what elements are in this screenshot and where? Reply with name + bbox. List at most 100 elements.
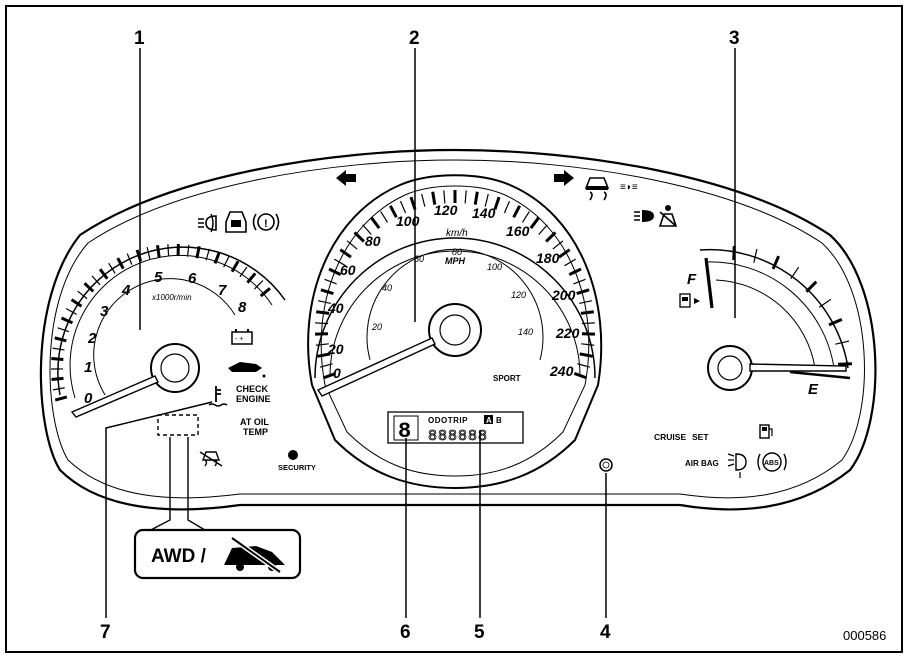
speed-tick [574, 373, 586, 377]
kmh-num-80: 80 [365, 233, 381, 249]
set-label: SET [692, 432, 709, 442]
tach-num-8: 8 [238, 299, 247, 316]
tach-tick [51, 359, 63, 360]
fuel-empty-label: E [808, 381, 819, 398]
kmh-unit: km/h [446, 228, 468, 239]
airbag-label: AIR BAG [685, 459, 719, 468]
gear-digit: 8 [398, 419, 411, 444]
mph-num-20: 20 [371, 322, 382, 332]
tach-tick [55, 397, 67, 400]
speed-tick [321, 290, 333, 294]
speed-tick [581, 344, 594, 345]
sport-indicator: SPORT [493, 374, 521, 383]
callout-6: 6 [400, 622, 411, 643]
kmh-num-240: 240 [549, 363, 574, 379]
odo-trip-label: ODOTRIP [428, 416, 468, 425]
speed-tick [514, 206, 520, 218]
speed-tick [546, 232, 555, 241]
brake-warning-icon: ! [254, 214, 279, 230]
speed-tick [316, 344, 329, 345]
speed-tick [465, 190, 466, 203]
tach-tick [157, 245, 159, 257]
callout-1: 1 [134, 28, 145, 49]
tach-num-7: 7 [218, 282, 227, 299]
speed-tick [582, 323, 595, 324]
callout-5: 5 [474, 622, 485, 643]
tach-num-2: 2 [87, 330, 97, 347]
speed-tick [504, 201, 509, 213]
speed-tick [381, 211, 388, 222]
kmh-num-100: 100 [396, 213, 420, 229]
speed-tick [315, 323, 328, 324]
mph-num-40: 40 [382, 283, 392, 293]
oil-pressure-icon [228, 362, 266, 378]
tach-num-3: 3 [100, 303, 109, 320]
trip-a-label: A [486, 416, 492, 425]
fuel-ticks [734, 246, 852, 364]
tach-tick [55, 338, 67, 341]
fuel-tick [819, 299, 831, 307]
tach-tick [53, 348, 65, 350]
tach-num-1: 1 [84, 359, 92, 376]
speed-tick [329, 269, 341, 275]
mph-num-140: 140 [518, 327, 533, 337]
callout-4: 4 [600, 622, 611, 643]
tach-tick [62, 318, 73, 323]
fuel-pump-icon [680, 294, 700, 307]
trip-b-label: B [496, 416, 502, 425]
speed-tick [569, 269, 581, 275]
callout-7: 7 [100, 622, 111, 643]
high-beam-icon [634, 210, 654, 222]
headlight-leveling-icon [728, 454, 746, 478]
fuel-needle [750, 364, 846, 371]
speed-tick [581, 312, 594, 314]
speed-tick [531, 218, 539, 228]
kmh-num-60: 60 [340, 262, 356, 278]
skid-icon [586, 178, 608, 200]
tach-tick [147, 247, 150, 259]
speed-tick [400, 201, 405, 213]
mph-num-120: 120 [511, 290, 526, 300]
turn-right-arrow-icon [554, 170, 574, 186]
rear-fog-icon: ≡◗≡ [620, 182, 638, 193]
speed-tick [580, 354, 593, 356]
odometer-display: 8 ODOTRIP A B 888888 [388, 412, 523, 445]
kmh-num-40: 40 [327, 300, 344, 316]
fuel-gauge: F E [680, 246, 852, 398]
kmh-num-120: 120 [434, 202, 458, 218]
tach-tick [52, 378, 64, 379]
security-led-icon [288, 450, 298, 460]
tach-num-5: 5 [154, 269, 163, 286]
cruise-label: CRUISE [654, 432, 686, 442]
speed-tick [355, 232, 364, 241]
tach-tick [168, 244, 169, 256]
coolant-temp-icon [209, 386, 227, 406]
kmh-num-160: 160 [506, 223, 530, 239]
security-label: SECURITY [278, 463, 316, 472]
awd-indicator-placeholder [158, 415, 198, 435]
kmh-num-180: 180 [536, 250, 560, 266]
tach-tick [215, 252, 219, 263]
battery-icon: - + [232, 329, 252, 344]
speed-tick [475, 192, 477, 205]
mph-num-80: 80 [452, 247, 462, 257]
odometer-digits: 888888 [428, 428, 488, 445]
front-fog-icon [198, 214, 216, 232]
vdc-off-icon [200, 452, 222, 466]
turn-left-arrow-icon [336, 170, 356, 186]
seatbelt-icon [660, 205, 676, 226]
awd-label: AWD / [151, 546, 207, 567]
speed-tick [577, 290, 589, 294]
kmh-num-20: 20 [327, 341, 344, 357]
fuel-tick [754, 249, 757, 263]
check-engine-line2: ENGINE [236, 394, 271, 404]
kmh-num-220: 220 [555, 325, 580, 341]
tach-tick [58, 328, 69, 332]
abs-icon: ABS [758, 453, 786, 471]
trip-reset-knob [600, 459, 612, 471]
fuel-tick [791, 267, 799, 279]
abs-label: ABS [764, 460, 779, 467]
at-oil-temp-line2: TEMP [243, 427, 268, 437]
callout-2: 2 [409, 28, 420, 49]
